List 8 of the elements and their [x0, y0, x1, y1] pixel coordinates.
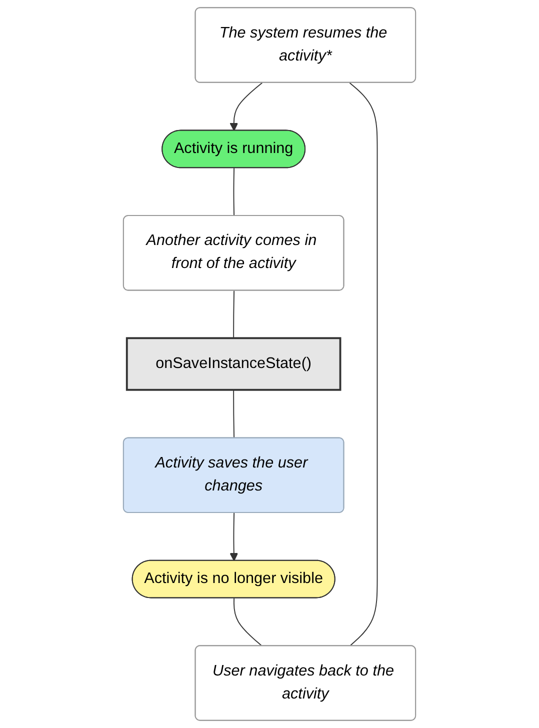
connector: [233, 598, 263, 647]
node-box: onSaveInstanceState(): [126, 337, 342, 391]
arrow: [230, 82, 263, 132]
connector: [233, 290, 235, 339]
connector: [233, 389, 235, 439]
connector: [233, 168, 235, 216]
arrow: [230, 512, 238, 562]
connector: [349, 82, 378, 647]
